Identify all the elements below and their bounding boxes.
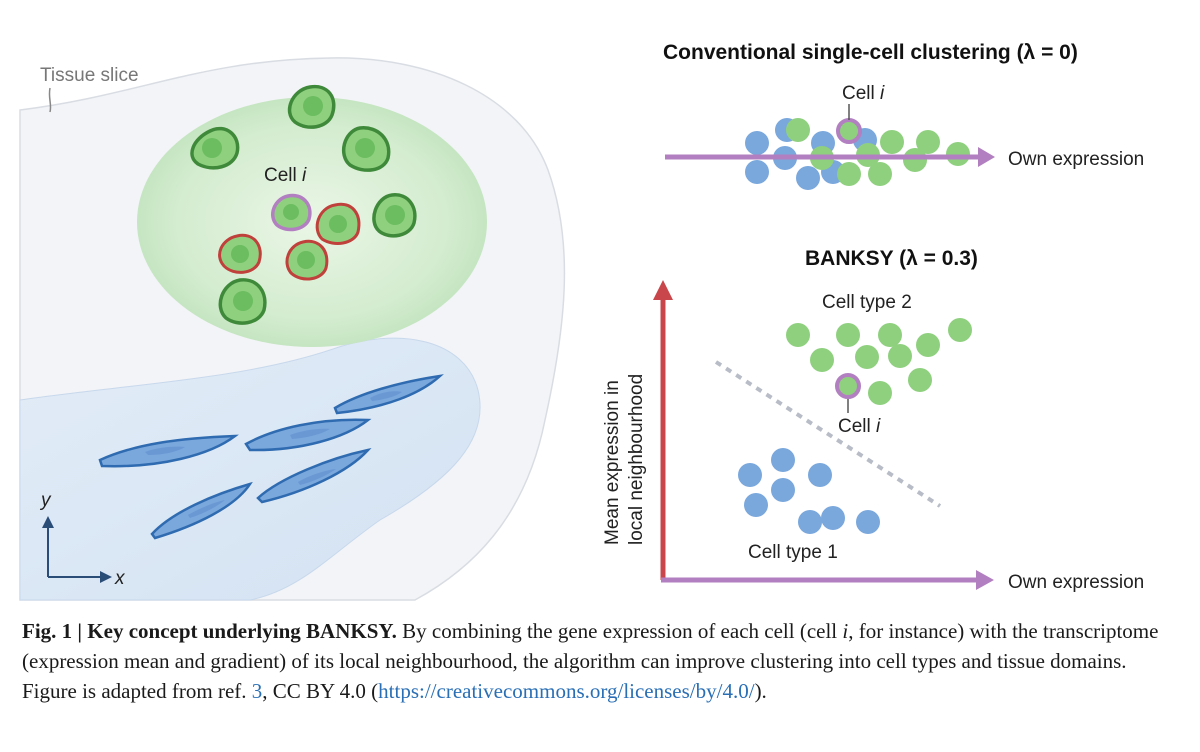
cell-i-bottom-dot [835, 373, 861, 399]
blue-dot [738, 463, 762, 487]
green-dot [946, 142, 970, 166]
green-dot [810, 348, 834, 372]
green-cells-tissue [190, 84, 417, 325]
blue-dot [771, 478, 795, 502]
tissue-cell-nucleus [385, 205, 405, 225]
blue-tissue-cell-nucleus [290, 428, 330, 439]
tissue-cell-nucleus [355, 138, 375, 158]
caption-license-link[interactable]: https://creativecommons.org/licenses/by/… [378, 679, 755, 703]
tissue-leader-line [48, 87, 52, 113]
blue-dot [798, 510, 822, 534]
cell-type-2-label: Cell type 2 [822, 292, 912, 313]
tissue-cell-nucleus [297, 251, 315, 269]
blue-dot [745, 160, 769, 184]
caption-ref-link[interactable]: 3 [251, 679, 263, 703]
tissue-cell-nucleus [303, 96, 323, 116]
cell-type-1-label: Cell type 1 [748, 542, 838, 563]
green-dot [916, 130, 940, 154]
caption-text-2: , for instance) with the transcriptome (… [22, 619, 1159, 703]
green-dot [868, 162, 892, 186]
axis-x-label: x [114, 568, 126, 589]
red-border-cells [218, 202, 361, 281]
top-panel-title: Conventional single-cell clustering (λ =… [663, 41, 1078, 64]
caption-text-3: , CC BY 4.0 ( [262, 679, 379, 703]
blue-dot [821, 506, 845, 530]
tissue-cell-nucleus [233, 291, 253, 311]
blue-cells-tissue [98, 374, 444, 540]
green-dot [903, 148, 927, 172]
caption-fig-label: Fig. 1 | Key concept underlying BANKSY. [22, 619, 397, 643]
blue-dot [744, 493, 768, 517]
tissue-cell-nucleus [329, 215, 347, 233]
green-dot [855, 345, 879, 369]
green-tissue-domain [137, 97, 487, 347]
green-dot [888, 344, 912, 368]
x-axis-arrowhead [976, 570, 994, 590]
green-dot [837, 162, 861, 186]
y-axis-arrowhead [653, 280, 673, 300]
green-dot [880, 130, 904, 154]
top-axis-arrowhead [978, 147, 995, 167]
axis-y-label: y [39, 490, 52, 511]
green-dot [908, 368, 932, 392]
green-dot [948, 318, 972, 342]
tissue-cell-nucleus [283, 204, 299, 220]
cell-i-top-dot [836, 118, 862, 144]
green-dot [878, 323, 902, 347]
blue-cluster [738, 448, 880, 534]
tissue-axes [42, 516, 112, 583]
y-axis-label: Mean expression in local neighbourhood [602, 374, 647, 545]
green-dot [786, 323, 810, 347]
green-cluster [786, 318, 972, 405]
bottom-panel-title: BANKSY (λ = 0.3) [805, 247, 978, 270]
blue-dot [745, 131, 769, 155]
caption-italic-i: i [842, 619, 849, 643]
blue-tissue-cell-nucleus [298, 469, 336, 485]
tissue-slice-label: Tissue slice [40, 65, 139, 86]
tissue-cell-nucleus [202, 138, 222, 158]
blue-dot [808, 463, 832, 487]
figure-caption: Fig. 1 | Key concept underlying BANKSY. … [22, 616, 1182, 706]
blue-dot [771, 448, 795, 472]
green-dot [836, 323, 860, 347]
caption-text-1: By combining the gene expression of each… [396, 619, 843, 643]
x-axis-label-bottom: Own expression [1008, 572, 1144, 593]
blue-dot [856, 510, 880, 534]
blue-dot [796, 166, 820, 190]
blue-tissue-cell-nucleus [145, 446, 185, 455]
cell-i-bottom-label: Cell i [838, 416, 881, 437]
cell-i-top-label: Cell i [842, 83, 885, 104]
caption-text-4: ). [754, 679, 767, 703]
cluster-separator [714, 360, 942, 508]
blue-tissue-cell-nucleus [370, 391, 402, 401]
tissue-cell-nucleus [231, 245, 249, 263]
green-dot [916, 333, 940, 357]
green-dot [868, 381, 892, 405]
figure-illustration: Tissue slice Cell i [19, 41, 1144, 601]
green-dot [786, 118, 810, 142]
top-axis-label: Own expression [1008, 149, 1144, 170]
cell-i-tissue-label: Cell i [264, 165, 307, 186]
blue-tissue-cell-nucleus [188, 500, 225, 518]
